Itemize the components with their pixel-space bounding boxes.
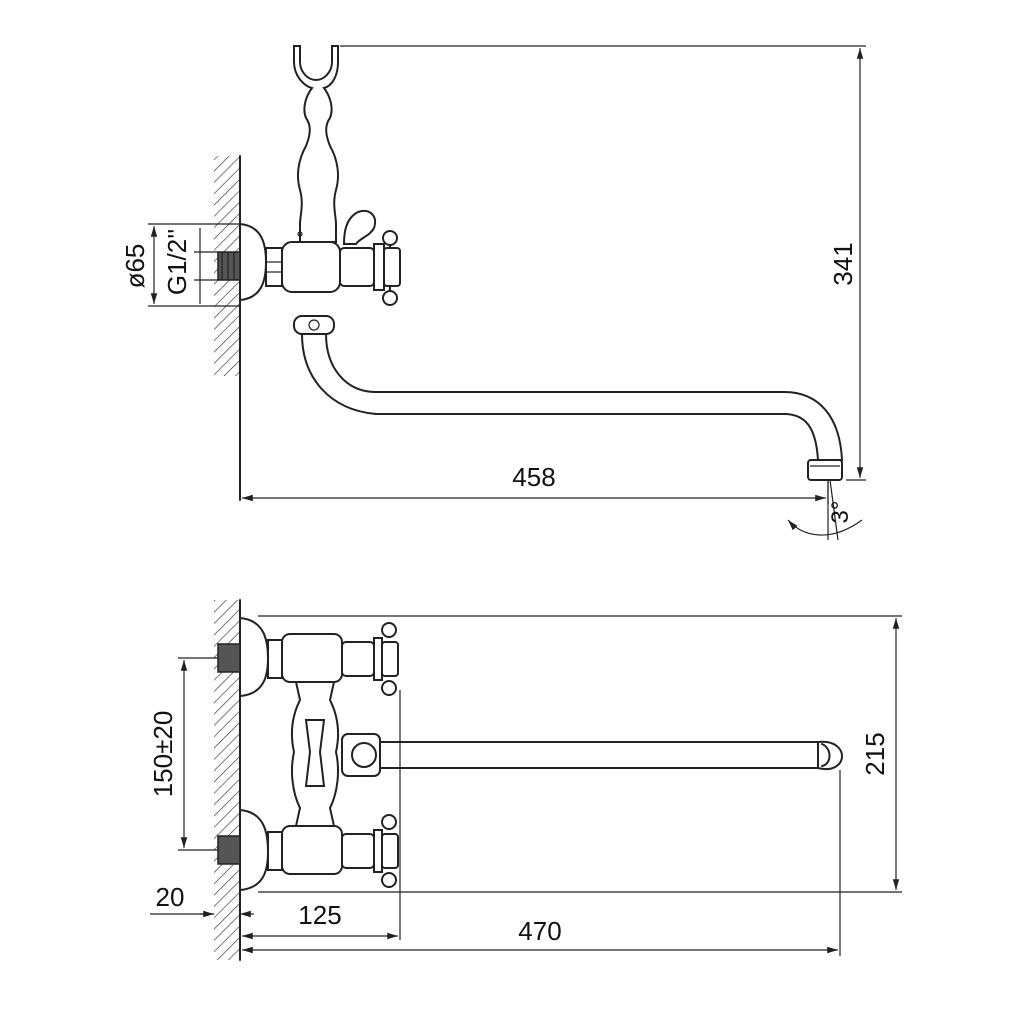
connector-nut-side [265, 247, 283, 287]
flange-lower-top [239, 808, 270, 892]
flange-diameter-label: ø65 [120, 244, 150, 289]
flange-upper-top [239, 616, 270, 698]
thread-upper-top [217, 643, 241, 673]
wall-offset-label: 20 [156, 882, 185, 912]
angle-arc [787, 519, 863, 536]
valve-lower-top [281, 825, 343, 875]
spout-top [379, 741, 825, 769]
thread-connector-side [217, 251, 241, 281]
shower-holder [293, 45, 339, 243]
height-label: 341 [828, 242, 858, 285]
thread-label: G1/2'' [162, 229, 192, 295]
side-view: 341 458 3° ø65 G1/2'' [120, 45, 866, 541]
diverter-knob [342, 210, 376, 245]
valve-upper-top [281, 633, 343, 683]
spout-reach-label: 470 [518, 916, 561, 946]
handle-knob-bottom-side [382, 290, 398, 306]
handle-lower-top [381, 833, 399, 869]
center-distance-label: 150±20 [148, 711, 178, 798]
thread-lower-top [217, 835, 241, 865]
handle-knob-top-side [382, 230, 398, 246]
handle-upper-top [381, 641, 399, 677]
spout-side [300, 333, 844, 461]
spout-swivel-side [293, 315, 335, 335]
depth-label: 215 [860, 732, 890, 775]
aerator-side [807, 459, 843, 481]
mixer-body-side [281, 241, 341, 293]
wall-flange-side [239, 222, 268, 302]
top-view: 215 150±20 20 125 470 [148, 599, 902, 961]
cross-handle-side [383, 247, 401, 287]
handle-offset-label: 125 [298, 900, 341, 930]
angle-label: 3° [827, 501, 854, 524]
valve-housing-side [339, 247, 375, 287]
spout-length-label: 458 [512, 462, 555, 492]
